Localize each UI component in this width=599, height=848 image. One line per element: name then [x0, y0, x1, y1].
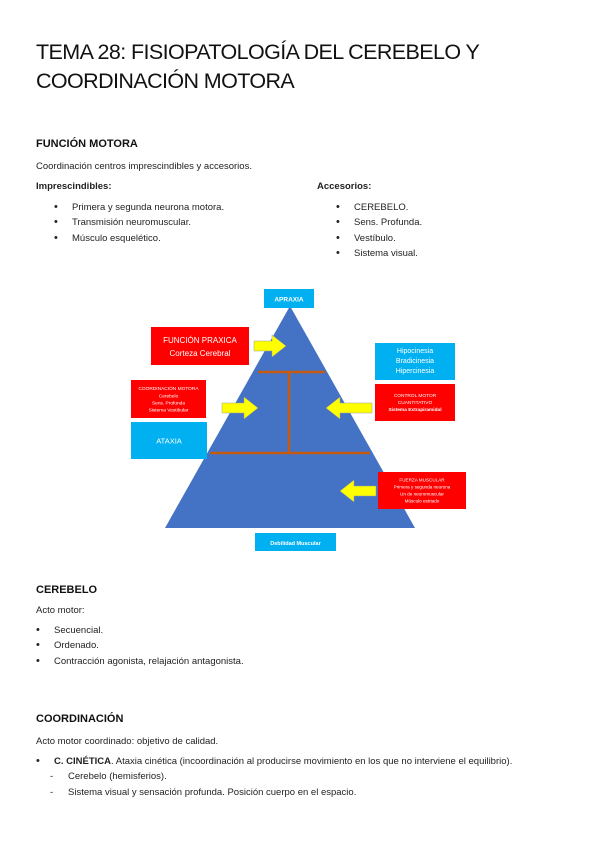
list-item: CEREBELO. [336, 200, 422, 216]
imprescindibles-label: Imprescindibles: [36, 181, 112, 192]
coordinacion-intro: Acto motor coordinado: objetivo de calid… [36, 736, 219, 747]
ataxia-box [131, 422, 207, 459]
list-item: Transmisión neuromuscular. [54, 215, 224, 231]
coordinacion-motora-box [131, 380, 206, 418]
page-title: TEMA 28: FISIOPATOLOGÍA DEL CEREBELO Y C… [36, 38, 576, 96]
list-item: Músculo esquelético. [54, 231, 224, 247]
control-motor-system: Sistema Extrapiramidal [388, 407, 441, 413]
accesorios-list: CEREBELO. Sens. Profunda. Vestíbulo. Sis… [336, 200, 422, 261]
list-item: Sens. Profunda. [336, 215, 422, 231]
arrow-right-icon [221, 396, 259, 420]
hipocinesia-box [375, 343, 455, 380]
list-item: Cerebelo (hemisferios). [50, 769, 356, 785]
list-item: Sistema visual y sensación profunda. Pos… [50, 785, 356, 801]
coordinacion-motora-item: Cerebelo [159, 394, 179, 400]
arrow-left-icon [325, 396, 373, 420]
funcion-motora-heading: FUNCIÓN MOTORA [36, 138, 138, 150]
hipocinesia-item: Hipocinesia [397, 348, 433, 355]
coordinacion-motora-title: COORDINACIÓN MOTORA [138, 385, 199, 392]
imprescindibles-list: Primera y segunda neurona motora. Transm… [54, 200, 224, 246]
arrow-right-icon [253, 334, 287, 358]
cinetica-term: C. CINÉTICA [54, 756, 111, 767]
cerebelo-heading: CEREBELO [36, 584, 98, 596]
debilidad-muscular-label: Debilidad Muscular [270, 541, 321, 547]
funcion-praxica-box [151, 327, 249, 365]
fuerza-muscular-item: Un de neuromuscular [400, 492, 444, 497]
arrow-left-icon [339, 479, 377, 503]
cerebelo-list: Secuencial. Ordenado. Contracción agonis… [36, 623, 244, 669]
coordinacion-motora-item: Sistema Vestibular [149, 408, 189, 414]
accesorios-label: Accesorios: [317, 181, 372, 192]
control-motor-title: CONTROL MOTOR [394, 393, 437, 399]
list-item: Contracción agonista, relajación antagon… [36, 654, 244, 670]
fuerza-muscular-title: FUERZA MUSCULAR [399, 478, 445, 483]
acto-motor-label: Acto motor: [36, 605, 85, 616]
fuerza-muscular-item: Primera y segunda neurona [394, 485, 451, 490]
list-item: Vestíbulo. [336, 231, 422, 247]
list-item: Secuencial. [36, 623, 244, 639]
cinetica-description: . Ataxia cinética (incoordinación al pro… [111, 756, 513, 767]
control-motor-box [375, 384, 455, 421]
coordinacion-motora-item: Sens. Profunda [152, 401, 185, 407]
title-line-1: TEMA 28: FISIOPATOLOGÍA DEL CEREBELO Y [36, 40, 480, 64]
list-item: Ordenado. [36, 638, 244, 654]
hipercinesia-item: Hipercinesia [396, 368, 435, 375]
debilidad-muscular-box [255, 533, 336, 551]
control-motor-subtitle: CUANTITATIVO [398, 400, 433, 406]
list-item: C. CINÉTICA. Ataxia cinética (incoordina… [36, 754, 576, 770]
funcion-praxica-subtitle: Corteza Cerebral [170, 349, 231, 358]
funcion-motora-intro: Coordinación centros imprescindibles y a… [36, 161, 252, 172]
coordinacion-sublist: Cerebelo (hemisferios). Sistema visual y… [50, 769, 356, 800]
fuerza-muscular-box [378, 472, 466, 509]
coordinacion-list: C. CINÉTICA. Ataxia cinética (incoordina… [36, 754, 576, 770]
ataxia-label: ATAXIA [156, 437, 182, 446]
list-item: Sistema visual. [336, 246, 422, 262]
coordinacion-heading: COORDINACIÓN [36, 713, 124, 725]
apraxia-box [264, 289, 314, 308]
title-line-2: COORDINACIÓN MOTORA [36, 69, 295, 93]
bradicinesia-item: Bradicinesia [396, 358, 434, 365]
apraxia-label: APRAXIA [274, 297, 304, 304]
list-item: Primera y segunda neurona motora. [54, 200, 224, 216]
funcion-praxica-title: FUNCIÓN PRAXICA [163, 336, 237, 345]
fuerza-muscular-item: Músculo estriado [405, 499, 440, 504]
